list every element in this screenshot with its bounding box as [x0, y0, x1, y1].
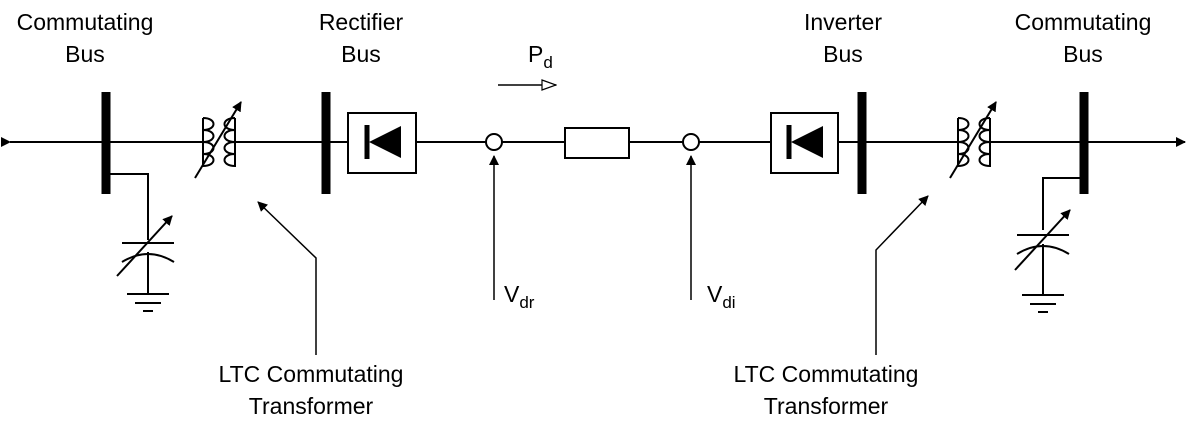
- label-ltc-left: LTC Commutating Transformer: [219, 361, 404, 419]
- variable-capacitor-right-icon: [1014, 177, 1080, 313]
- rectifier-valve-icon: [347, 112, 417, 174]
- dc-line-resistor-icon: [564, 127, 630, 159]
- label-ltc-right: LTC Commutating Transformer: [734, 361, 919, 419]
- label-line-2: Bus: [65, 41, 105, 67]
- label-line-1: Rectifier: [319, 9, 404, 35]
- label-commutating-bus-right: Commutating Bus: [1015, 9, 1152, 67]
- ltc-transformer-right-icon: [948, 101, 1000, 179]
- ltc-right-pointer: [875, 195, 929, 355]
- power-symbol: Pd: [528, 41, 553, 72]
- label-line-2: Transformer: [249, 393, 374, 419]
- label-line-1: Inverter: [804, 9, 882, 35]
- label-line-1: LTC Commutating: [734, 361, 919, 387]
- label-line-1: Commutating: [1015, 9, 1152, 35]
- terminal-rectifier-dc: [485, 133, 503, 151]
- variable-capacitor-left-icon: [110, 173, 175, 312]
- label-rectifier-bus: Rectifier Bus: [319, 9, 404, 67]
- terminal-inverter-dc: [682, 133, 700, 151]
- ltc-left-pointer: [257, 201, 317, 355]
- ltc-transformer-left-icon: [194, 101, 244, 179]
- label-inverter-bus: Inverter Bus: [804, 9, 882, 67]
- power-flow-label: Pd: [528, 41, 553, 72]
- label-line-2: Bus: [1063, 41, 1103, 67]
- label-line-2: Bus: [341, 41, 381, 67]
- vdr-label: Vdr: [504, 281, 535, 312]
- inverter-valve-icon: [770, 112, 839, 174]
- label-line-1: Commutating: [17, 9, 154, 35]
- label-line-1: LTC Commutating: [219, 361, 404, 387]
- vdi-label: Vdi: [707, 281, 736, 312]
- label-line-2: Transformer: [764, 393, 889, 419]
- label-commutating-bus-left: Commutating Bus: [17, 9, 154, 67]
- label-line-2: Bus: [823, 41, 863, 67]
